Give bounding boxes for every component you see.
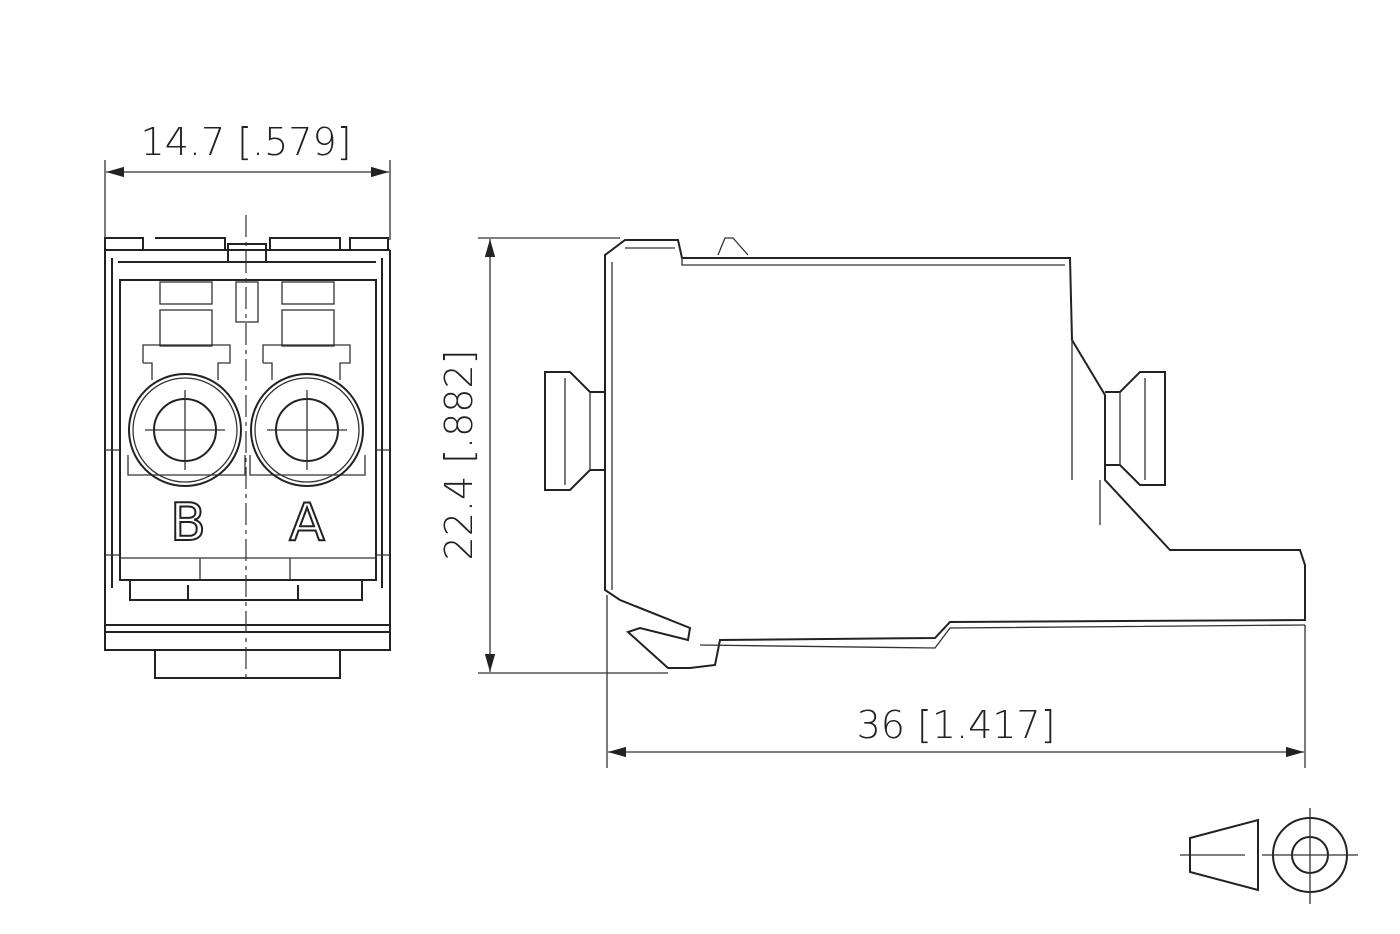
length-dimension: 36 [1.417] [606, 595, 1306, 768]
length-dimension-text: 36 [1.417] [857, 703, 1056, 747]
third-angle-projection-symbol [1180, 808, 1358, 904]
height-dimension: 22.4 [.882] [437, 237, 668, 674]
width-dimension: 14.7 [.579] [104, 120, 391, 240]
terminal-label-b: B [170, 493, 206, 553]
side-view [544, 237, 1306, 669]
width-dimension-text: 14.7 [.579] [141, 120, 352, 164]
height-dimension-text: 22.4 [.882] [437, 350, 481, 561]
terminal-label-a: A [289, 493, 325, 553]
front-view: B A [104, 215, 391, 682]
